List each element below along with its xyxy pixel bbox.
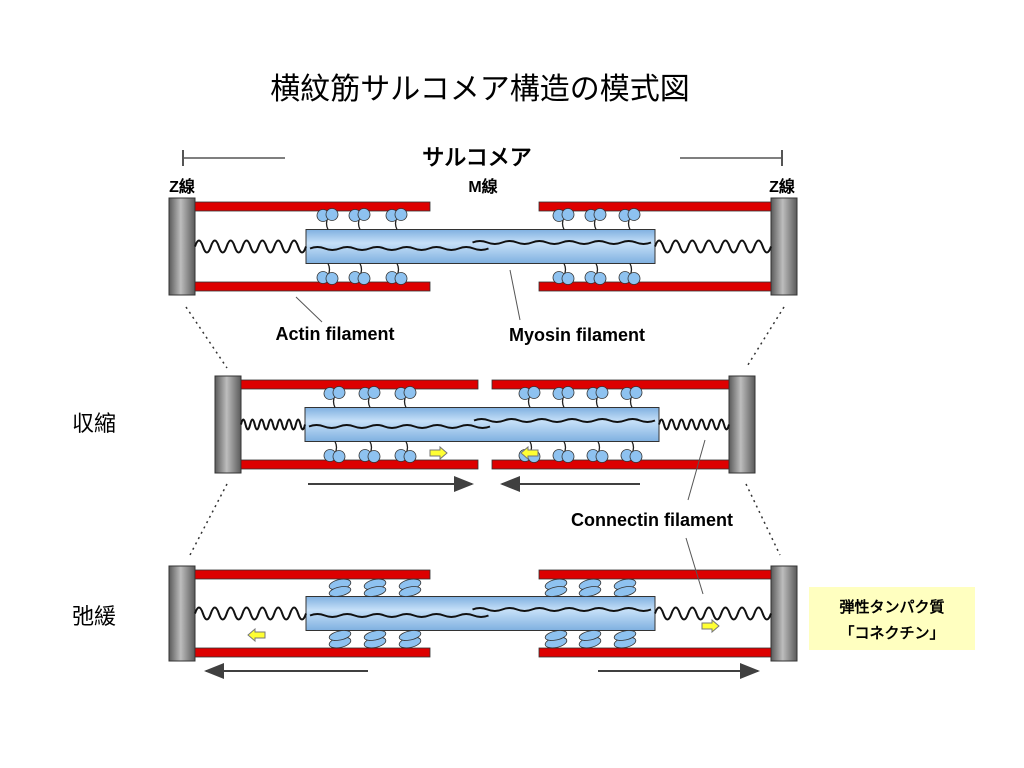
connectin-inner-left — [308, 424, 491, 429]
connectin-inner-right — [473, 418, 656, 423]
myosin-head — [358, 441, 381, 463]
myosin-head — [620, 386, 643, 408]
connectin-pointer-upper — [687, 439, 706, 501]
sarcomere-contracted — [214, 375, 756, 492]
sarcomere-rest — [168, 197, 798, 296]
myosin-head — [398, 630, 422, 649]
myosin-head — [385, 208, 408, 230]
myosin-head — [584, 208, 607, 230]
actin-filament-top-left — [194, 201, 431, 212]
z-disc-right — [770, 565, 798, 662]
myosin-head — [618, 208, 641, 230]
actin-filament-bottom-left — [240, 459, 479, 470]
actin-filament-bottom-right — [491, 459, 730, 470]
actin-filament-top-right — [491, 379, 730, 390]
actin-filament-label: Actin filament — [275, 324, 394, 344]
myosin-head — [394, 441, 417, 463]
connectin-spring-left — [194, 606, 307, 621]
actin-filament-top-right — [538, 201, 772, 212]
myosin-head — [363, 630, 387, 649]
slide-arrow-icon — [520, 445, 539, 461]
connectin-inner-left — [309, 246, 489, 251]
connectin-note: 弾性タンパク質 「コネクチン」 — [809, 587, 975, 650]
actin-pointer — [295, 296, 323, 323]
myosin-head — [578, 578, 602, 597]
z-line-label-right: Z線 — [769, 177, 795, 196]
connectin-spring-right — [654, 239, 772, 254]
m-line-label: M線 — [468, 177, 497, 196]
myosin-head — [620, 441, 643, 463]
myosin-filament — [305, 596, 656, 631]
myosin-head — [544, 578, 568, 597]
note-line-1: 弾性タンパク質 — [839, 598, 944, 616]
myosin-filament — [305, 229, 656, 264]
myosin-head — [578, 630, 602, 649]
myosin-head — [363, 578, 387, 597]
myosin-head — [398, 578, 422, 597]
myosin-pointer — [509, 269, 521, 321]
z-disc-right — [728, 375, 756, 474]
z-disc-left — [168, 565, 196, 662]
connectin-filament-label: Connectin filament — [571, 510, 733, 530]
myosin-head — [385, 263, 408, 285]
myosin-head — [584, 263, 607, 285]
myosin-head — [316, 208, 339, 230]
actin-filament-top-left — [240, 379, 479, 390]
myosin-head — [348, 208, 371, 230]
actin-filament-bottom-right — [538, 647, 772, 658]
connectin-spring-right — [654, 606, 772, 621]
myosin-head — [552, 441, 575, 463]
myosin-head — [328, 578, 352, 597]
myosin-head — [348, 263, 371, 285]
connectin-spring-right — [658, 418, 730, 431]
myosin-head — [323, 441, 346, 463]
actin-filament-bottom-left — [194, 647, 431, 658]
myosin-filament-label: Myosin filament — [509, 325, 645, 345]
myosin-head — [552, 386, 575, 408]
myosin-head — [518, 386, 541, 408]
note-line-2: 「コネクチン」 — [839, 624, 944, 642]
connectin-spring-left — [240, 418, 306, 431]
actin-filament-bottom-right — [538, 281, 772, 292]
myosin-head — [552, 263, 575, 285]
z-disc-left — [214, 375, 242, 474]
sarcomere-range: サルコメア — [182, 145, 783, 170]
actin-filament-top-right — [538, 569, 772, 580]
myosin-head — [618, 263, 641, 285]
myosin-head — [586, 386, 609, 408]
myosin-head — [394, 386, 417, 408]
connectin-inner-left — [309, 613, 489, 618]
z-disc-right — [770, 197, 798, 296]
z-line-label-left: Z線 — [169, 177, 195, 196]
dotted-connectors — [185, 306, 785, 556]
slide-arrow-icon — [247, 627, 266, 643]
connectin-inner-right — [472, 607, 652, 612]
myosin-head — [358, 386, 381, 408]
myosin-head — [613, 578, 637, 597]
slide-arrow-icon — [701, 618, 720, 634]
sarcomere-relaxed — [168, 565, 798, 679]
myosin-head — [323, 386, 346, 408]
z-disc-left — [168, 197, 196, 296]
contraction-label: 収縮 — [72, 412, 116, 437]
myosin-head — [328, 630, 352, 649]
sarcomere-label: サルコメア — [422, 145, 532, 170]
slide-arrow-icon — [429, 445, 448, 461]
relaxation-label: 弛緩 — [72, 605, 116, 630]
connectin-pointer-lower — [685, 537, 704, 595]
myosin-head — [544, 630, 568, 649]
actin-filament-top-left — [194, 569, 431, 580]
connectin-inner-right — [472, 240, 652, 245]
page-title: 横紋筋サルコメア構造の模式図 — [270, 72, 689, 107]
myosin-head — [316, 263, 339, 285]
actin-filament-bottom-left — [194, 281, 431, 292]
myosin-head — [586, 441, 609, 463]
myosin-head — [552, 208, 575, 230]
myosin-filament — [304, 407, 660, 442]
myosin-head — [613, 630, 637, 649]
connectin-spring-left — [194, 239, 307, 254]
